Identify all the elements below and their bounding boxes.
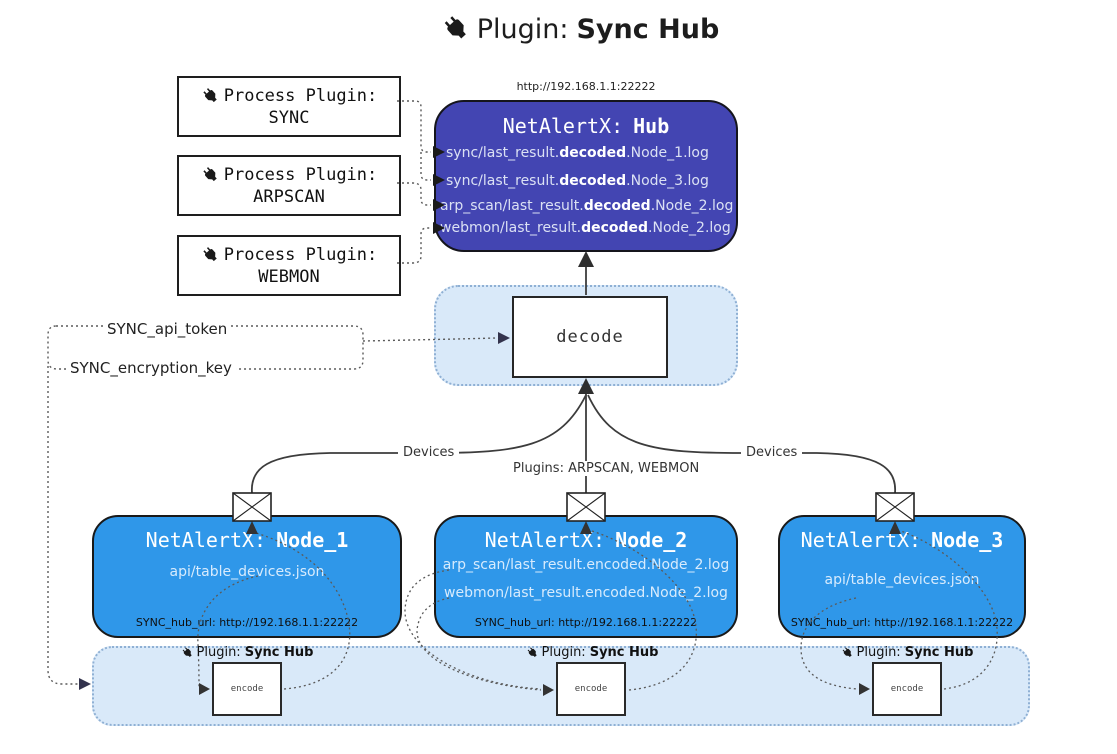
process-plugin-label: Process Plugin: (223, 244, 378, 265)
node-file-line: api/table_devices.json (169, 564, 325, 580)
process-plugin-box-sync: Process Plugin: SYNC (177, 76, 401, 137)
encode-plugin-label: Plugin:Sync Hub (492, 645, 692, 660)
node-hub-url: SYNC_hub_url: http://192.168.1.1:22222 (790, 616, 1014, 629)
node-file-line: webmon/last_result.encoded.Node_2.log (444, 585, 728, 601)
process-plugin-label: Process Plugin: (223, 164, 378, 185)
encode-box: encode (556, 662, 626, 716)
plugins-center-label: Plugins: ARPSCAN, WEBMON (508, 461, 705, 476)
hub-file-line: webmon/last_result.decoded.Node_2.log (440, 220, 731, 236)
hub-file-line: sync/last_result.decoded.Node_3.log (446, 173, 709, 189)
plug-icon (197, 161, 224, 188)
title-label: Plugin: (476, 14, 569, 45)
plug-icon (197, 241, 224, 268)
hub-name-prefix: NetAlertX: (502, 114, 624, 138)
plug-icon (523, 643, 541, 661)
page-title: Plugin:Sync Hub (0, 14, 1117, 45)
node-file-line: api/table_devices.json (824, 572, 980, 588)
decode-box: decode (512, 296, 668, 378)
sync-encryption-key-label: SYNC_encryption_key (66, 359, 236, 377)
node2-box: NetAlertX:Node_2 arp_scan/last_result.en… (434, 515, 738, 638)
process-plugin-name: WEBMON (258, 266, 320, 287)
devices-right-label: Devices (741, 445, 803, 460)
hub-file-line: sync/last_result.decoded.Node_1.log (446, 145, 709, 161)
plug-icon (197, 82, 224, 109)
encode-box: encode (212, 662, 282, 716)
node-title: NetAlertX:Node_3 (800, 528, 1004, 552)
process-plugin-name: ARPSCAN (253, 186, 325, 207)
hub-box: NetAlertX: Hub sync/last_result.decoded.N… (434, 100, 738, 252)
node-hub-url: SYNC_hub_url: http://192.168.1.1:22222 (474, 616, 698, 629)
hub-title: NetAlertX: Hub (436, 114, 736, 138)
plugin-to-hub-connectors (397, 100, 431, 264)
node3-box: NetAlertX:Node_3 api/table_devices.json … (778, 515, 1026, 638)
node-hub-url: SYNC_hub_url: http://192.168.1.1:22222 (135, 616, 359, 629)
node1-box: NetAlertX:Node_1 api/table_devices.json … (92, 515, 402, 638)
process-plugin-label: Process Plugin: (223, 85, 378, 106)
encode-plugin-label: Plugin:Sync Hub (807, 645, 1007, 660)
node-title: NetAlertX:Node_2 (484, 528, 688, 552)
title-label-bold: Sync Hub (576, 14, 720, 45)
hub-url-label: http://192.168.1.1:22222 (516, 80, 656, 93)
devices-left-label: Devices (398, 445, 460, 460)
plug-icon (178, 643, 196, 661)
plug-icon (435, 6, 477, 48)
hub-file-line: arp_scan/last_result.decoded.Node_2.log (440, 198, 734, 214)
encode-box: encode (872, 662, 942, 716)
node-file-line: arp_scan/last_result.encoded.Node_2.log (442, 557, 730, 573)
plug-icon (838, 643, 856, 661)
encode-plugin-label: Plugin:Sync Hub (147, 645, 347, 660)
hub-name: Hub (633, 114, 670, 138)
sync-api-token-label: SYNC_api_token (103, 320, 232, 338)
process-plugin-box-arpscan: Process Plugin: ARPSCAN (177, 155, 401, 216)
process-plugin-name: SYNC (268, 107, 310, 128)
node-title: NetAlertX:Node_1 (145, 528, 349, 552)
process-plugin-box-webmon: Process Plugin: WEBMON (177, 235, 401, 296)
